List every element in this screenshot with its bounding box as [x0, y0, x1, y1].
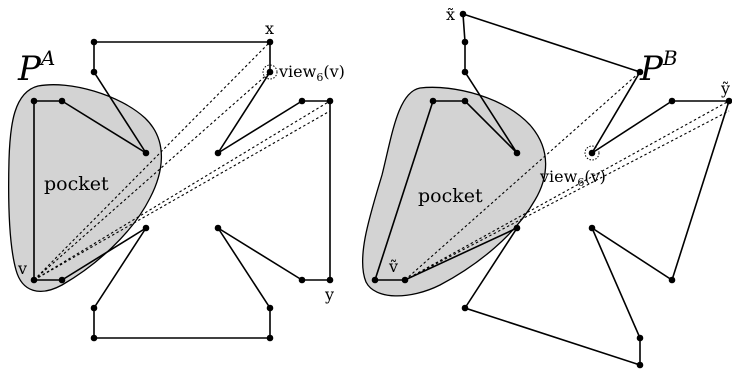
panel-b-sight-lines [404, 71, 730, 281]
panel-b-view-marker [584, 145, 600, 161]
panel-b-view-label: view6(v) [539, 167, 606, 189]
panel-a-title: PA [17, 46, 55, 89]
panel-a-label-y: y [324, 285, 334, 304]
panel-b: PB pocket x̃ ỹ ṽ view6(v) [361, 5, 732, 369]
panel-b-pocket-region [361, 86, 547, 297]
panel-a: PA pocket x y v view6(v) [8, 19, 345, 342]
panel-a-view-marker [262, 64, 278, 80]
panel-a-pocket-region [8, 84, 163, 292]
panel-a-label-x: x [265, 19, 274, 38]
panel-b-pocket-label: pocket [418, 185, 483, 207]
panel-a-pocket-label: pocket [44, 173, 109, 195]
panel-b-label-y: ỹ [720, 79, 730, 98]
panel-b-label-x: x̃ [446, 5, 455, 24]
panel-a-vertices [30, 38, 334, 342]
panel-a-label-v: v [17, 259, 27, 278]
panel-b-title: PB [639, 46, 678, 89]
panel-a-view-label: view6(v) [278, 62, 345, 84]
panel-b-label-v: ṽ [388, 257, 398, 276]
panel-a-sight-lines [33, 41, 331, 281]
panel-b-vertices [371, 10, 732, 369]
